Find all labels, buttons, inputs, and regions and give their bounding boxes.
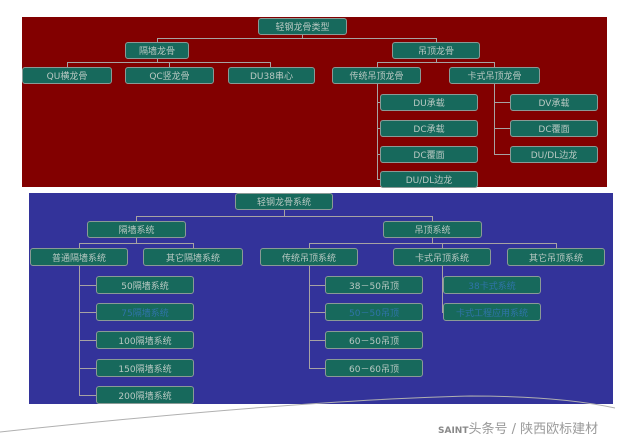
- ceiling-system-child-node: 传统吊顶系统: [260, 248, 358, 266]
- ceiling-system-child-node: 卡式吊顶系统: [393, 248, 491, 266]
- connector-line: [442, 243, 443, 248]
- ceiling-keel-node: 吊顶龙骨: [392, 42, 480, 59]
- connector-line: [377, 179, 380, 180]
- connector-line: [79, 340, 96, 341]
- connector-line: [157, 38, 436, 39]
- connector-line: [436, 59, 437, 63]
- connector-line: [442, 266, 443, 312]
- card-system-item: 38卡式系统: [443, 276, 541, 294]
- connector-line: [377, 102, 380, 103]
- wall-system-node: 隔墙系统: [87, 221, 186, 238]
- connector-line: [494, 62, 495, 67]
- connector-line: [193, 243, 194, 248]
- connector-line: [79, 395, 96, 396]
- ceiling-system-node: 吊顶系统: [383, 221, 482, 238]
- traditional-child-node: DC覆面: [380, 146, 478, 163]
- watermark: SAINT头条号 / 陕西欧标建材: [438, 422, 599, 437]
- connector-line: [302, 35, 303, 39]
- connector-line: [136, 216, 137, 221]
- wall-system-item: 50隔墙系统: [96, 276, 194, 294]
- card-child-node: DV承载: [510, 94, 598, 111]
- wall-system-item: 150隔墙系统: [96, 359, 194, 377]
- card-system-item: 卡式工程应用系统: [443, 303, 541, 321]
- connector-line: [309, 368, 325, 369]
- card-child-node: DC覆面: [510, 120, 598, 137]
- connector-line: [377, 128, 380, 129]
- traditional-system-item: 60－50吊顶: [325, 331, 423, 349]
- connector-line: [270, 62, 271, 67]
- wall-keel-child-node: QC竖龙骨: [125, 67, 214, 84]
- connector-line: [284, 210, 285, 217]
- connector-line: [309, 340, 325, 341]
- connector-line: [157, 38, 158, 42]
- ceiling-system-child-node: 其它吊顶系统: [507, 248, 605, 266]
- connector-line: [494, 128, 510, 129]
- connector-line: [309, 266, 310, 368]
- wall-keel-child-node: DU38串心: [228, 67, 315, 84]
- connector-line: [309, 243, 556, 244]
- connector-line: [556, 243, 557, 248]
- traditional-system-item: 50－50吊顶: [325, 303, 423, 321]
- connector-line: [136, 238, 137, 244]
- connector-line: [79, 312, 96, 313]
- connector-line: [377, 154, 380, 155]
- ordinary-wall-system-node: 普通隔墙系统: [30, 248, 128, 266]
- connector-line: [432, 216, 433, 221]
- connector-line: [79, 285, 96, 286]
- connector-line: [79, 243, 80, 248]
- traditional-ceiling-keel-node: 传统吊顶龙骨: [332, 67, 421, 84]
- connector-line: [309, 243, 310, 248]
- wall-keel-child-node: QU横龙骨: [22, 67, 112, 84]
- connector-line: [169, 62, 170, 67]
- connector-line: [309, 312, 325, 313]
- wall-system-item: 100隔墙系统: [96, 331, 194, 349]
- wall-system-item: 75隔墙系统: [96, 303, 194, 321]
- connector-line: [79, 368, 96, 369]
- connector-line: [309, 285, 325, 286]
- connector-line: [79, 243, 193, 244]
- wall-system-item: 200隔墙系统: [96, 386, 194, 404]
- connector-line: [377, 62, 378, 67]
- card-ceiling-keel-node: 卡式吊顶龙骨: [449, 67, 540, 84]
- connector-line: [494, 102, 510, 103]
- traditional-child-node: DC承载: [380, 120, 478, 137]
- connector-line: [136, 216, 432, 217]
- other-wall-system-node: 其它隔墙系统: [143, 248, 243, 266]
- connector-line: [377, 62, 495, 63]
- traditional-system-item: 38－50吊顶: [325, 276, 423, 294]
- connector-line: [436, 38, 437, 42]
- system-root-node: 轻钢龙骨系统: [235, 193, 333, 210]
- wall-keel-node: 隔墙龙骨: [125, 42, 189, 59]
- connector-line: [377, 84, 378, 180]
- connector-line: [79, 266, 80, 395]
- connector-line: [494, 154, 510, 155]
- connector-line: [432, 238, 433, 244]
- traditional-child-node: DU/DL边龙: [380, 171, 478, 188]
- connector-line: [67, 62, 68, 67]
- connector-line: [67, 62, 270, 63]
- connector-line: [157, 59, 158, 63]
- root-node: 轻钢龙骨类型: [258, 18, 347, 35]
- traditional-system-item: 60－60吊顶: [325, 359, 423, 377]
- card-child-node: DU/DL边龙: [510, 146, 598, 163]
- traditional-child-node: DU承载: [380, 94, 478, 111]
- connector-line: [494, 84, 495, 154]
